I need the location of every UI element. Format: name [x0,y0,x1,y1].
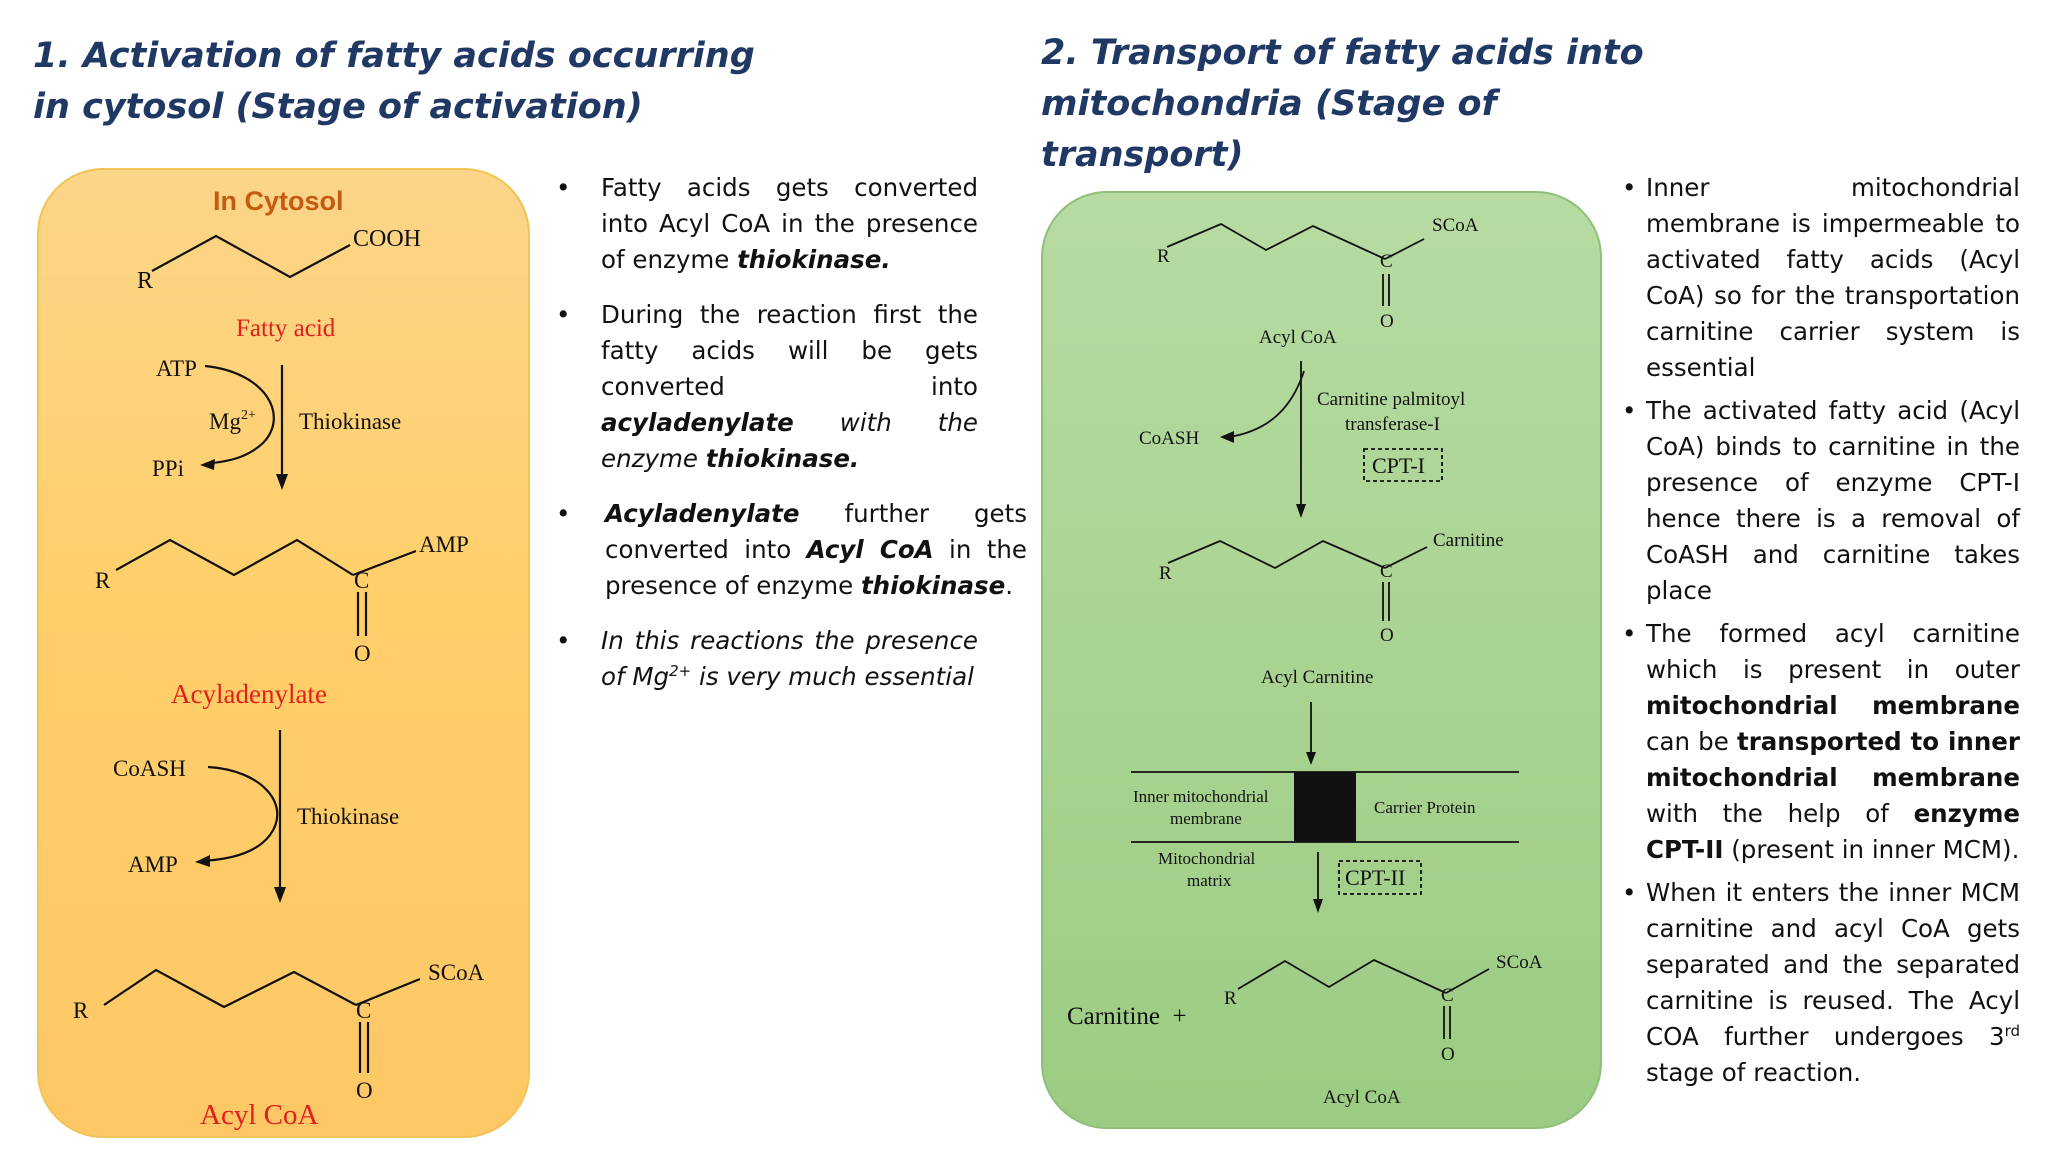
arrow-head-2 [274,887,286,903]
label-amp: AMP [128,852,178,877]
transport-scheme: R SCoA C O Acyl CoA Carnitine palmitoyl … [1067,215,1543,1108]
bullet-item: •When it enters the inner MCM carnitine … [1622,875,2020,1091]
label-cpt1-name-line2: transferase-I [1345,414,1440,435]
label-ppi: PPi [152,456,184,481]
label-cooh: COOH [353,226,421,252]
activation-scheme: In Cytosol COOH R Fatty acid ATP Mg2+ Th… [73,186,485,1131]
section1-heading-line1: 1. Activation of fatty acids occurring [33,36,755,76]
arrow-head-ppi [200,459,215,470]
section1-heading: 1. Activation of fatty acids occurring i… [33,31,755,133]
label-cpt2: CPT-II [1345,865,1405,890]
label-matrix-line1: Mitochondrial [1158,849,1256,868]
label-fatty-acid: Fatty acid [236,315,336,342]
bullet-item: •Acyladenylate further gets converted in… [556,496,1027,604]
bullet-item: •In this reactions the presence of Mg2+ … [556,623,978,695]
arrow-head-cpt1 [1296,504,1306,518]
bullet-item: •During the reaction first the fatty aci… [556,297,978,477]
label-carbon-acyl-coa: C [356,998,371,1023]
label-thiokinase-1: Thiokinase [299,409,401,434]
mitochondria-panel [1041,191,1602,1129]
acyl-coa-chain [103,968,357,1009]
bullet-dot: • [556,499,571,528]
label-acyl-coa-bottom: Acyl CoA [1323,1087,1401,1108]
section1-heading-line2: in cytosol (Stage of activation) [33,87,643,127]
label-carbon-carnitine: C [1380,561,1393,582]
arrow-head-cpt2 [1313,899,1323,913]
arrow-head-membrane [1306,752,1316,765]
cpt2-box [1338,860,1422,895]
bullet-dot: • [1622,396,1637,425]
label-r-acyladenylate: R [95,568,111,593]
label-acyl-coa-top: Acyl CoA [1259,327,1337,348]
bullet-dot: • [556,173,571,202]
bullet-dot: • [1622,619,1637,648]
label-r-bottom: R [1224,988,1237,1009]
label-oxygen-carnitine: O [1380,625,1394,646]
label-acyl-coa: Acyl CoA [200,1099,318,1131]
bullet-item: •Fatty acids gets converted into Acyl Co… [556,170,978,278]
bullet-item: •The formed acyl carnitine which is pres… [1622,616,2020,868]
label-scoa-top: SCoA [1432,215,1479,236]
bullet-item: •Inner mitochondrial membrane is imperme… [1622,170,2020,386]
arrow-head-amp [195,855,210,867]
bullet-dot: • [556,300,571,329]
bullet-item: •The activated fatty acid (Acyl CoA) bin… [1622,393,2020,609]
label-coash: CoASH [1139,428,1199,449]
label-acyladenylate: Acyladenylate [171,679,327,709]
label-r-carnitine: R [1159,563,1172,584]
arrow-head-coash [1220,431,1234,443]
label-carbon-acyladenylate: C [354,568,369,593]
label-cpt1-name-line1: Carnitine palmitoyl [1317,389,1465,410]
acyl-carnitine-chain [1167,539,1386,570]
label-atp: ATP [156,356,197,381]
label-oxygen-acyladenylate: O [354,641,371,666]
label-mg: Mg2+ [209,408,256,434]
label-carnitine-plus: Carnitine + [1067,1003,1187,1030]
section2-heading-line1: 2. Transport of fatty acids into [1041,33,1644,73]
section2-heading-line2: mitochondria (Stage of [1041,84,1497,124]
label-r-fatty-acid: R [137,268,153,294]
transport-bullet-list: •Inner mitochondrial membrane is imperme… [1622,170,2020,1098]
label-oxygen-bottom: O [1441,1044,1455,1065]
label-thiokinase-2: Thiokinase [297,804,399,829]
label-matrix-line2: matrix [1187,871,1232,890]
label-carbon-bottom: C [1441,985,1454,1006]
label-oxygen-top: O [1380,311,1394,332]
fatty-acid-chain [151,234,351,279]
section2-heading: 2. Transport of fatty acids into mitocho… [1041,28,1644,181]
acyl-coa-chain-top [1166,222,1386,260]
label-carrier-protein: Carrier Protein [1374,798,1476,817]
label-oxygen-acyl-coa: O [356,1078,373,1103]
bullet-dot: • [1622,173,1637,202]
label-coash: CoASH [113,756,186,781]
acyl-coa-chain-bottom [1237,958,1447,994]
activation-bullet-list: •Fatty acids gets converted into Acyl Co… [556,170,1027,714]
panel-title-in-cytosol: In Cytosol [213,186,344,216]
acyladenylate-chain [115,538,354,577]
bullet-dot: • [1622,878,1637,907]
label-carbon-top: C [1380,251,1393,272]
label-scoa: SCoA [428,960,485,985]
label-inner-membrane-line1: Inner mitochondrial [1133,787,1269,806]
label-carnitine-group: Carnitine [1433,530,1504,551]
label-acyl-carnitine: Acyl Carnitine [1261,667,1373,688]
arrow-head-1 [276,474,288,490]
label-r-top: R [1157,246,1170,267]
label-amp-group: AMP [419,532,469,557]
label-scoa-bottom: SCoA [1496,952,1543,973]
label-inner-membrane-line2: membrane [1170,809,1242,828]
bullet-dot: • [556,626,571,655]
cpt1-box [1363,448,1443,482]
carrier-protein [1294,772,1356,842]
section2-heading-line3: transport) [1041,135,1244,175]
label-cpt1: CPT-I [1372,453,1425,478]
label-r-acyl-coa: R [73,998,89,1023]
